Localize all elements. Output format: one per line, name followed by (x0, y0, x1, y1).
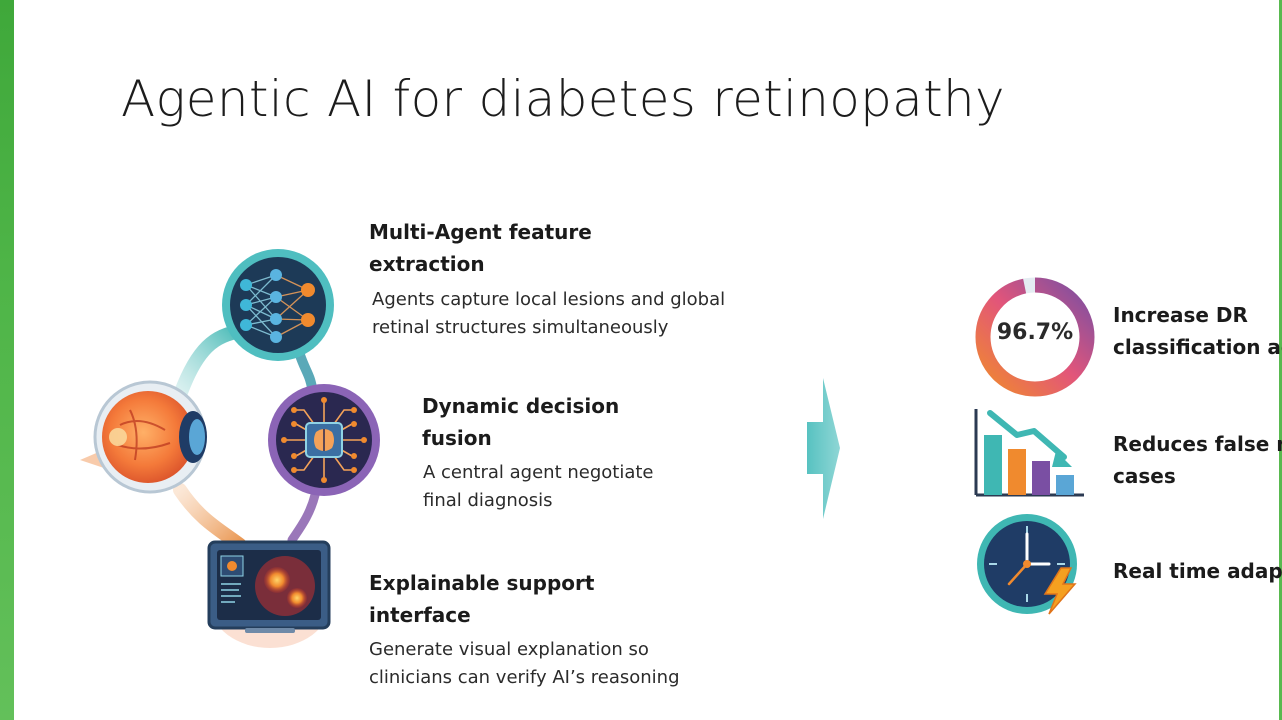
outcome-2-label-line1: Reduces false n (1113, 432, 1282, 456)
feature-1-desc-line2: retinal structures simultaneously (372, 317, 669, 338)
outcome-1-label-line1: Increase DR (1113, 303, 1248, 327)
progress-ring-icon (975, 277, 1095, 397)
eye-icon (80, 380, 207, 494)
slide-title: Agentic AI for diabetes retinopathy (121, 70, 1005, 128)
outcome-1-label-line2: classification ac (1113, 335, 1282, 359)
feature-1-heading-line2: extraction (369, 252, 485, 276)
connector-network-to-brain (295, 350, 317, 393)
left-accent-bar (0, 0, 14, 720)
declining-bar-chart-icon (974, 409, 1084, 497)
gauge-value: 96.7% (996, 320, 1074, 345)
feature-3-heading-line2: interface (369, 603, 471, 627)
feature-1-desc-line1: Agents capture local lesions and global (372, 289, 726, 310)
clock-lightning-icon (977, 514, 1077, 615)
outcome-3-label-line1: Real time adapt (1113, 559, 1282, 583)
feature-2-heading-line1: Dynamic decision (422, 394, 620, 418)
right-accent-bar (1279, 0, 1282, 720)
heatmap-monitor-icon (207, 540, 331, 648)
feature-3-desc-line1: Generate visual explanation so (369, 639, 649, 660)
outcome-2-label-line2: cases (1113, 464, 1176, 488)
brain-circuit-icon (268, 384, 380, 496)
feature-2-heading-line2: fusion (422, 426, 492, 450)
feature-2-desc-line2: final diagnosis (423, 490, 553, 511)
gauge-fill (975, 277, 1095, 397)
arrow-right-icon (807, 378, 840, 519)
feature-3-heading-line1: Explainable support (369, 571, 595, 595)
connector-brain-to-interface (287, 490, 320, 545)
feature-1-heading-line1: Multi-Agent feature (369, 220, 592, 244)
neural-network-icon (222, 249, 334, 361)
feature-3-desc-line2: clinicians can verify AI’s reasoning (369, 667, 680, 688)
feature-2-desc-line1: A central agent negotiate (423, 462, 654, 483)
